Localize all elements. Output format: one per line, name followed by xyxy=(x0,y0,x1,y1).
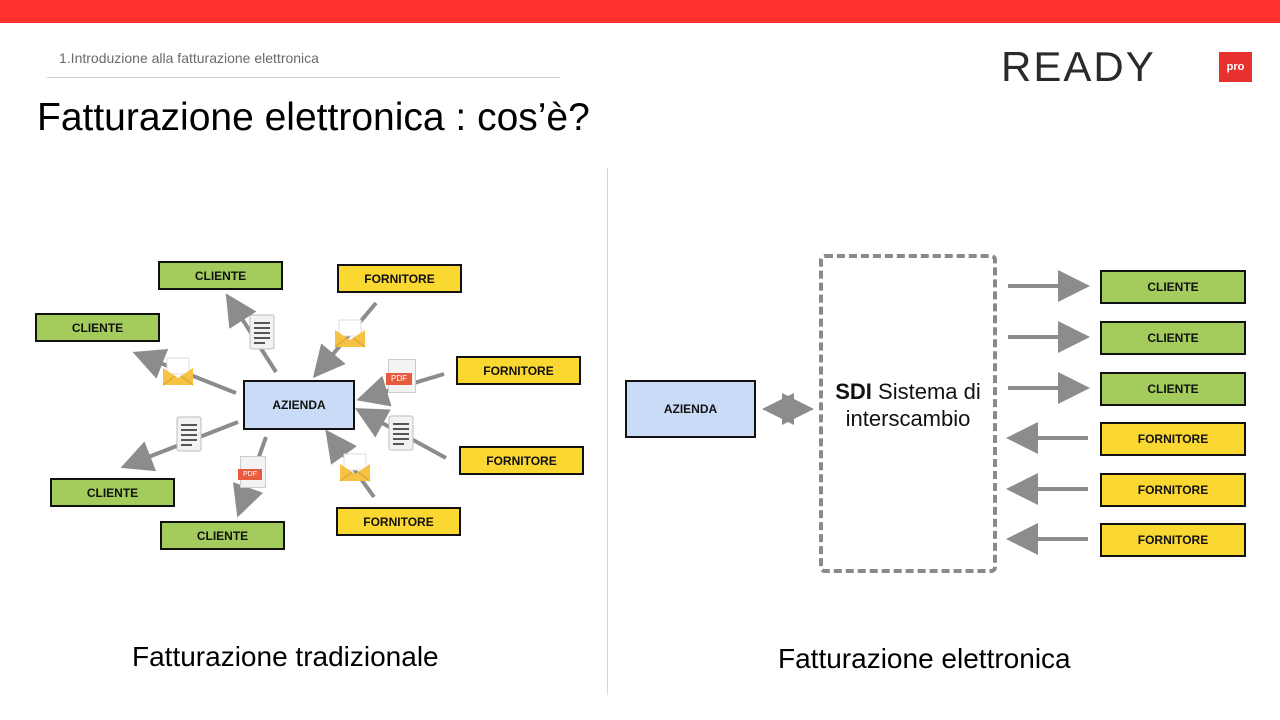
fornitore-node: FORNITORE xyxy=(459,446,584,475)
logo-badge: pro xyxy=(1219,52,1252,82)
sdi-description: Sistema di interscambio xyxy=(845,379,981,431)
ready-pro-logo: READY pro xyxy=(1001,43,1253,90)
sdi-label: SDI Sistema di interscambio xyxy=(823,378,993,432)
section-divider xyxy=(607,168,608,695)
envelope-icon xyxy=(162,357,194,386)
document-icon xyxy=(176,416,202,452)
breadcrumb: 1.Introduzione alla fatturazione elettro… xyxy=(59,50,319,66)
azienda-node: AZIENDA xyxy=(243,380,355,430)
document-icon xyxy=(249,314,275,350)
fornitore-node: FORNITORE xyxy=(1100,473,1246,507)
pdf-label: PDF xyxy=(386,373,412,385)
sdi-acronym: SDI xyxy=(835,379,872,404)
cliente-node: CLIENTE xyxy=(1100,321,1246,355)
fornitore-node: FORNITORE xyxy=(1100,523,1246,557)
fornitore-node: FORNITORE xyxy=(337,264,462,293)
document-icon xyxy=(388,415,414,451)
azienda-node: AZIENDA xyxy=(625,380,756,438)
envelope-icon xyxy=(334,319,366,348)
fornitore-node: FORNITORE xyxy=(1100,422,1246,456)
page-title: Fatturazione elettronica : cos’è? xyxy=(37,96,590,139)
fornitore-node: FORNITORE xyxy=(336,507,461,536)
cliente-node: CLIENTE xyxy=(50,478,175,507)
cliente-node: CLIENTE xyxy=(160,521,285,550)
top-accent-bar xyxy=(0,0,1280,23)
cliente-node: CLIENTE xyxy=(35,313,160,342)
pdf-label: PDF xyxy=(238,469,262,480)
cliente-node: CLIENTE xyxy=(1100,270,1246,304)
cliente-node: CLIENTE xyxy=(1100,372,1246,406)
caption-traditional: Fatturazione tradizionale xyxy=(132,641,439,672)
fornitore-node: FORNITORE xyxy=(456,356,581,385)
caption-electronic: Fatturazione elettronica xyxy=(778,643,1071,674)
breadcrumb-underline xyxy=(47,77,560,78)
envelope-icon xyxy=(339,453,371,482)
arrow-from-fornitore-top xyxy=(312,301,378,379)
cliente-node: CLIENTE xyxy=(158,261,283,290)
sdi-box: SDI Sistema di interscambio xyxy=(819,254,997,573)
logo-text: READY xyxy=(1001,43,1156,90)
pdf-icon: PDF xyxy=(238,456,266,488)
pdf-icon: PDF xyxy=(386,359,416,393)
